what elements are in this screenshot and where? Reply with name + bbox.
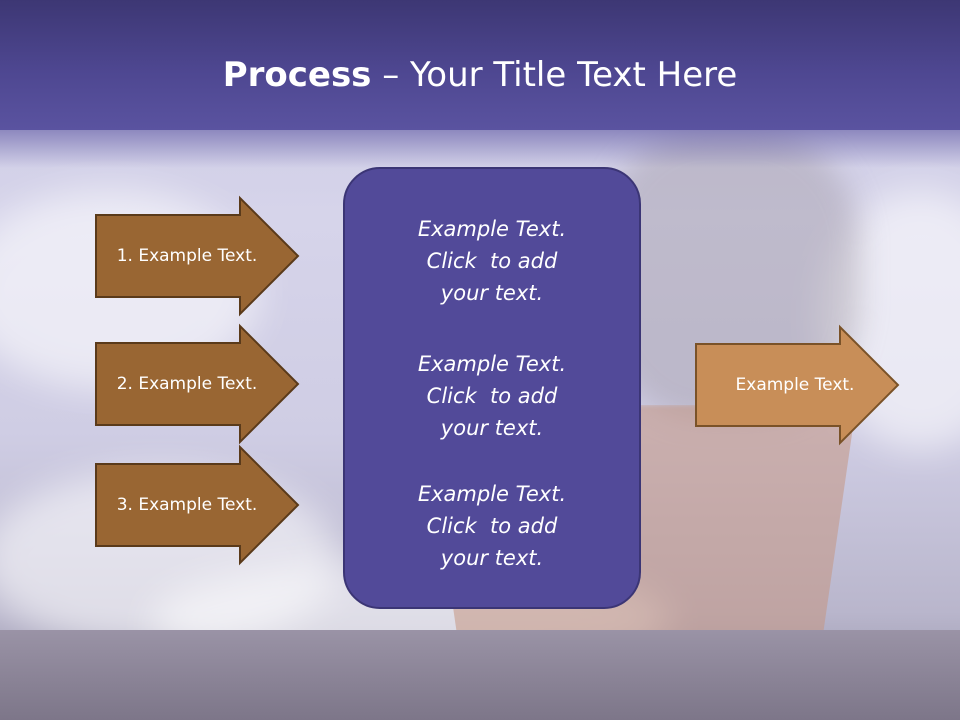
center-item-2-line3: your text. xyxy=(440,416,544,440)
title-bar xyxy=(0,0,960,130)
title-bar-fade xyxy=(0,128,960,168)
title-bold: Process xyxy=(222,55,372,95)
center-item-1-line1: Example Text. xyxy=(417,217,567,241)
output-arrow-label: Example Text. xyxy=(735,375,855,395)
slide-title[interactable]: Process – Your Title Text Here xyxy=(0,50,960,100)
title-rest: – Your Title Text Here xyxy=(371,55,738,95)
center-process-box[interactable] xyxy=(343,167,641,609)
background-soil xyxy=(0,630,960,720)
center-item-3-line2: Click to add xyxy=(426,514,558,538)
center-item-1-line3: your text. xyxy=(440,281,544,305)
center-item-3-line1: Example Text. xyxy=(417,482,567,506)
input-arrow-2[interactable] xyxy=(95,323,300,445)
input-arrow-1-label: 1. Example Text. xyxy=(116,246,258,266)
input-arrow-2-label: 2. Example Text. xyxy=(116,374,258,394)
output-arrow[interactable] xyxy=(695,324,900,446)
input-arrow-3[interactable] xyxy=(95,444,300,566)
input-arrow-3-label: 3. Example Text. xyxy=(116,495,258,515)
center-item-2-line2: Click to add xyxy=(426,384,558,408)
center-item-3-line3: your text. xyxy=(440,546,544,570)
center-box-item-2: Example Text. Click to add your text. xyxy=(344,348,640,444)
center-box-item-1: Example Text. Click to add your text. xyxy=(344,213,640,309)
center-item-2-line1: Example Text. xyxy=(417,352,567,376)
center-item-1-line2: Click to add xyxy=(426,249,558,273)
center-box-item-3: Example Text. Click to add your text. xyxy=(344,478,640,574)
input-arrow-1[interactable] xyxy=(95,195,300,317)
